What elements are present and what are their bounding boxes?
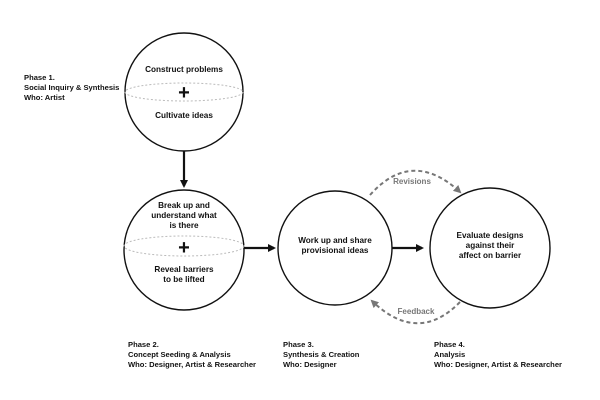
circle-bottom-line: to be lifted (163, 275, 204, 284)
phase-4-circle: Evaluate designs against their affect on… (429, 187, 551, 309)
revisions-label: Revisions (393, 177, 431, 186)
circle-text-line: affect on barrier (459, 251, 522, 260)
phase-who: Who: Designer, Artist & Researcher (434, 360, 562, 369)
phase-3-circle: Work up and share provisional ideas (277, 190, 393, 306)
feedback-label: Feedback (398, 307, 435, 316)
feedback-loop-arrow (370, 299, 461, 325)
phase-2-circle: Break up and understand what is there + … (123, 189, 245, 311)
circle-top-line: is there (169, 221, 199, 230)
phase-4-label: Phase 4. Analysis Who: Designer, Artist … (434, 340, 562, 369)
phase-who: Who: Designer (283, 360, 337, 369)
plus-symbol: + (178, 82, 190, 104)
phase-number: Phase 4. (434, 340, 465, 349)
equator-line (124, 82, 244, 102)
phase-name: Social Inquiry & Synthesis (24, 83, 119, 92)
phase-3-label: Phase 3. Synthesis & Creation Who: Desig… (283, 340, 360, 369)
phase-2-label: Phase 2. Concept Seeding & Analysis Who:… (128, 340, 256, 369)
circle-top-line: Construct problems (145, 65, 223, 74)
phase-name: Concept Seeding & Analysis (128, 350, 231, 359)
circle-text-line: provisional ideas (302, 246, 369, 255)
circle-text-line: against their (466, 241, 515, 250)
equator-line (123, 235, 245, 257)
circle-bottom-line: Cultivate ideas (155, 111, 213, 120)
revisions-loop-arrow (369, 169, 462, 196)
phase-name: Analysis (434, 350, 465, 359)
phase-who: Who: Artist (24, 93, 65, 102)
phase-who: Who: Designer, Artist & Researcher (128, 360, 256, 369)
plus-symbol: + (178, 237, 190, 259)
phase-number: Phase 2. (128, 340, 159, 349)
circle-text-line: Work up and share (298, 236, 372, 245)
phase-1-label: Phase 1. Social Inquiry & Synthesis Who:… (24, 73, 119, 102)
phase-number: Phase 1. (24, 73, 55, 82)
phase-1-circle: Construct problems + Cultivate ideas (124, 32, 244, 152)
circle-top-line: understand what (151, 211, 217, 220)
phase-name: Synthesis & Creation (283, 350, 360, 359)
phase-number: Phase 3. (283, 340, 314, 349)
circle-bottom-line: Reveal barriers (154, 265, 214, 274)
circle-top-line: Break up and (158, 201, 210, 210)
circle-text-line: Evaluate designs (457, 231, 524, 240)
